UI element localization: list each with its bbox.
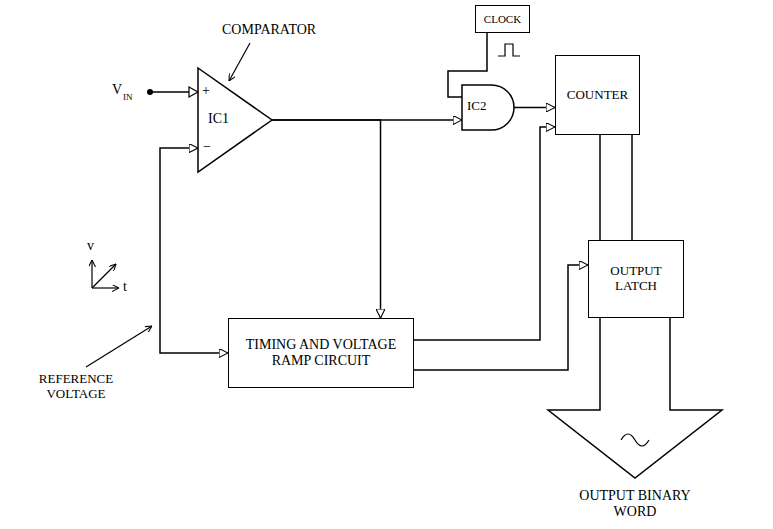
latch-box: OUTPUT LATCH [588, 240, 684, 318]
input-marker [189, 87, 198, 97]
signal-wire [514, 107, 555, 108]
input-wire [150, 91, 189, 93]
signal-wire [272, 120, 381, 318]
wire-path [414, 127, 555, 340]
node-text: CLOCK [484, 13, 521, 26]
wire-path [514, 107, 555, 109]
node-text: IC1 [208, 111, 229, 127]
axis-label: v [87, 238, 94, 254]
leader-line [86, 326, 152, 367]
gate-outline [462, 85, 514, 130]
node-text: TIMING AND VOLTAGE RAMP CIRCUIT [233, 337, 409, 369]
signal-wire [160, 148, 228, 353]
signal-name: V [112, 82, 122, 98]
clock-box: CLOCK [475, 5, 530, 33]
pin-sign: + [202, 83, 210, 99]
output-bus-arrow [548, 318, 722, 478]
counter-box: COUNTER [555, 55, 640, 135]
node-text: OUTPUT LATCH [593, 264, 679, 294]
node-text: COUNTER [567, 88, 628, 103]
wire-path [160, 148, 228, 353]
signal-wire [600, 135, 632, 240]
and-gate: IC2 [462, 85, 514, 130]
leader-line [229, 43, 250, 81]
pulse-symbol [498, 44, 520, 56]
wire-path [414, 265, 588, 370]
wire-path [631, 135, 633, 240]
callout-label: REFERENCE VOLTAGE [20, 372, 132, 402]
wire-path [599, 135, 601, 240]
signal-wire [414, 127, 555, 340]
pin-sign: − [203, 139, 211, 155]
comparator-outline [198, 68, 272, 172]
wire-path [272, 120, 381, 318]
ramp-symbol [92, 264, 116, 288]
callout-label: COMPARATOR [222, 22, 316, 38]
signal-subscript: IN [123, 92, 133, 102]
output-label: OUTPUT BINARY WORD [565, 488, 705, 520]
signal-wire [414, 265, 588, 370]
ramp-circuit-box: TIMING AND VOLTAGE RAMP CIRCUIT [228, 318, 414, 388]
sine-symbol [621, 434, 649, 446]
axis-label: t [123, 279, 127, 295]
node-text: IC2 [467, 99, 487, 114]
axis-symbol [91, 260, 92, 288]
axis-symbol [92, 287, 119, 288]
